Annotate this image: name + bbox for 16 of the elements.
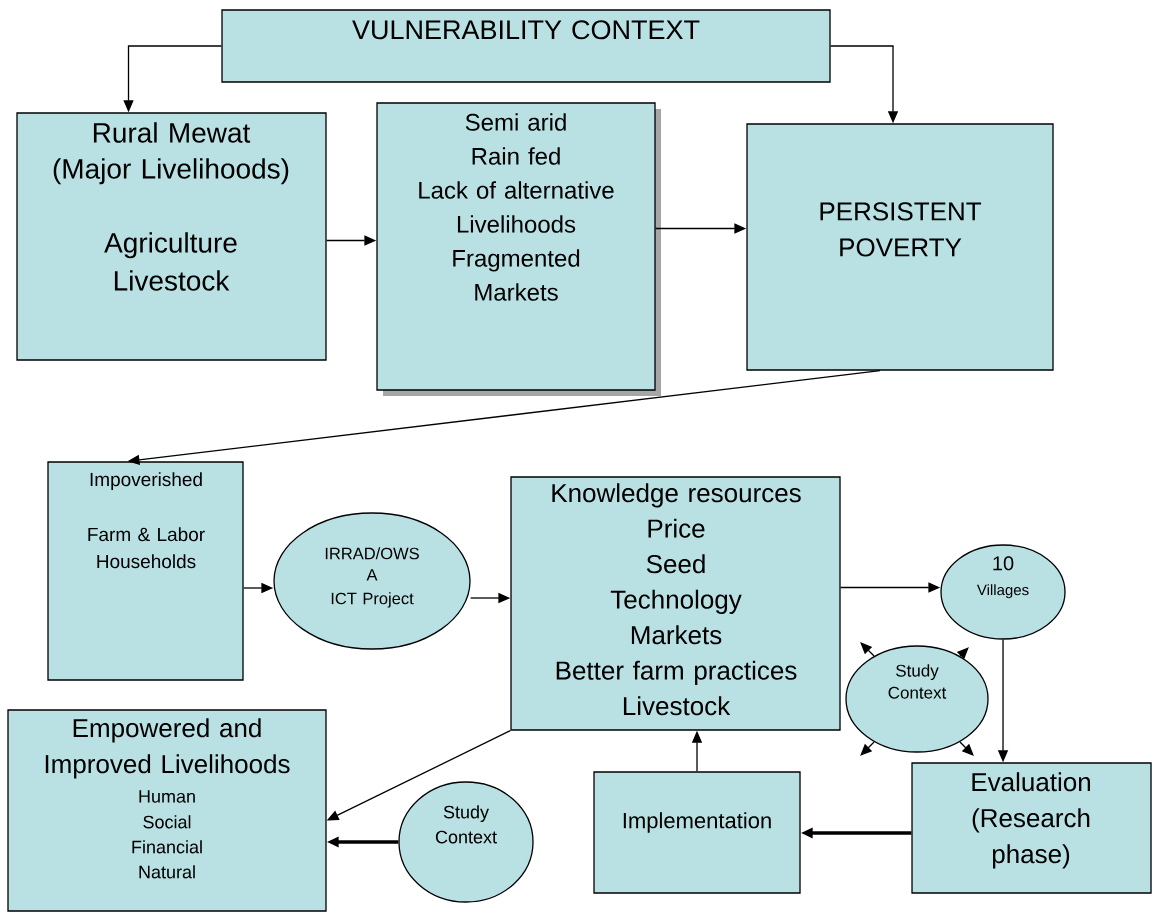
process-box: Rural Mewat (Major Livelihoods) Agriculture Livestock [16, 112, 327, 361]
process-box: Knowledge resources Price Seed Technology Markets Better farm practices Livestock [510, 476, 841, 731]
process-box: Semi arid Rain fed Lack of alternative Livelihoods Fragmented Markets [376, 102, 661, 396]
process-box: Impoverished Farm & Labor Households [47, 461, 244, 681]
process-box: VULNERABILITY CONTEXT [221, 9, 831, 83]
direction-arrow [959, 741, 974, 756]
direction-arrow [860, 642, 875, 657]
direction-arrow [860, 741, 875, 756]
process-box: PERSISTENT POVERTY [746, 123, 1054, 371]
process-box: Evaluation (Research phase) [911, 762, 1152, 894]
process-box: Implementation [593, 771, 801, 894]
oval-node: Study Context [845, 645, 989, 753]
oval-node: 10 Villages [940, 544, 1066, 640]
process-box: Empowered and Improved Livelihoods Human Social Financial Natural [7, 709, 327, 912]
oval-node: Study Context [398, 781, 534, 903]
oval-node: IRRAD/OWS A ICT Project [273, 512, 471, 650]
